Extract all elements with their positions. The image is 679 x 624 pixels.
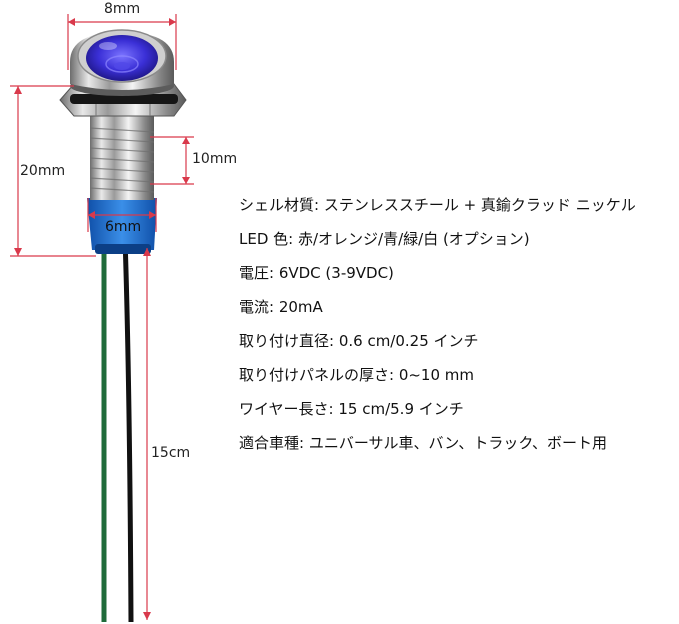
dimension-label-thread-width: 6mm <box>105 219 142 235</box>
dimension-label-wire-length: 15cm <box>151 445 191 461</box>
spec-led-color: LED 色: 赤/オレンジ/青/緑/白 (オプション) <box>239 230 530 248</box>
spec-compatible-vehicles: 適合車種: ユニバーサル車、バン、トラック、ボート用 <box>239 434 608 452</box>
dimension-label-width: 8mm <box>104 1 141 17</box>
spec-shell-material: シェル材質: ステンレススチール + 真鍮クラッド ニッケル <box>239 196 636 214</box>
blue-cap <box>87 198 157 254</box>
spec-wire-length: ワイヤー長さ: 15 cm/5.9 インチ <box>239 400 464 418</box>
black-wire <box>122 237 134 623</box>
spec-panel-thickness: 取り付けパネルの厚さ: 0~10 mm <box>239 366 475 384</box>
dimension-label-height: 20mm <box>20 163 66 179</box>
spec-mount-diameter: 取り付け直径: 0.6 cm/0.25 インチ <box>239 332 479 350</box>
spec-current: 電流: 20mA <box>239 298 323 316</box>
dimension-label-thread-length: 10mm <box>192 151 238 167</box>
spec-list: シェル材質: ステンレススチール + 真鍮クラッド ニッケル LED 色: 赤/… <box>239 195 675 467</box>
dimension-arrowheads <box>14 18 190 620</box>
spec-voltage: 電圧: 6VDC (3-9VDC) <box>239 264 394 282</box>
thread-lines <box>89 127 155 193</box>
led-lens <box>86 35 158 81</box>
threaded-body <box>90 108 154 200</box>
rubber-washer <box>70 94 178 104</box>
